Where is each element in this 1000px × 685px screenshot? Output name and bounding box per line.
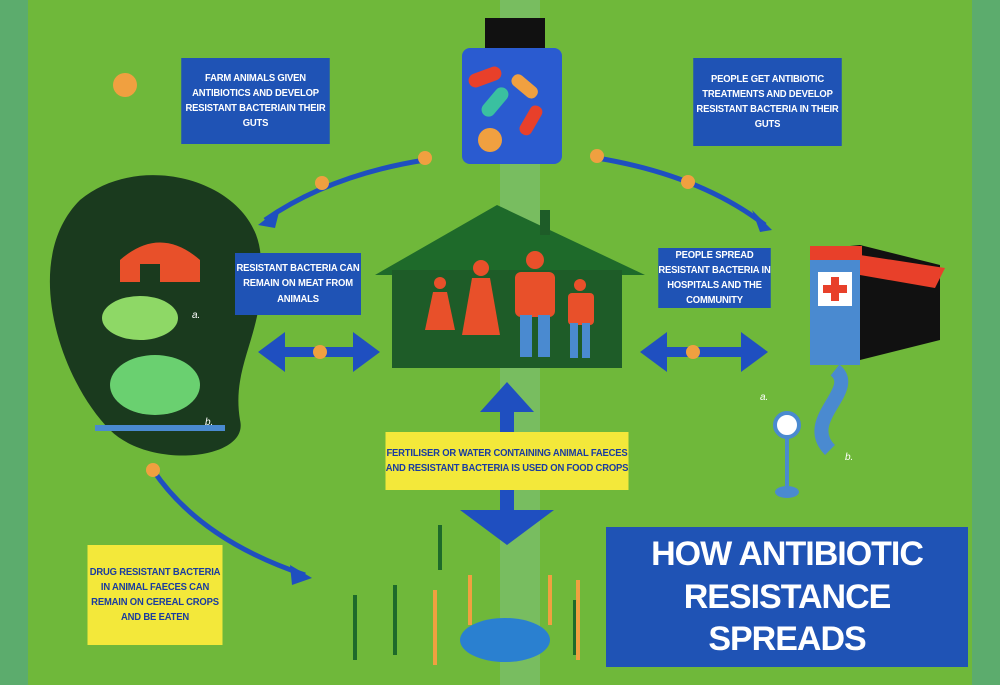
cereal-crops-box: DRUG RESISTANT BACTERIA IN ANIMAL FAECES… xyxy=(87,545,223,645)
hospital-icon xyxy=(773,245,945,498)
label-a-pig: a. xyxy=(192,310,200,321)
farm-pigs-icon xyxy=(49,175,262,456)
meat-box: RESISTANT BACTERIA CAN REMAIN ON MEAT FR… xyxy=(235,253,361,315)
house-with-family-icon xyxy=(375,205,645,368)
hospitals-box: PEOPLE SPREAD RESISTANT BACTERIA IN HOSP… xyxy=(658,248,771,308)
people-treatments-box: PEOPLE GET ANTIBIOTIC TREATMENTS AND DEV… xyxy=(693,58,842,146)
label-b-pig: b. xyxy=(205,417,213,428)
pill-bottle-icon xyxy=(462,18,562,164)
page-title: HOW ANTIBIOTIC RESISTANCE SPREADS xyxy=(606,527,968,667)
arrow-heads xyxy=(258,208,772,585)
connector-dots xyxy=(113,73,700,477)
label-b-hospital: b. xyxy=(845,452,853,463)
crops-icon xyxy=(353,525,580,665)
fertiliser-box: FERTILISER OR WATER CONTAINING ANIMAL FA… xyxy=(385,432,629,490)
label-a-hospital: a. xyxy=(760,392,768,403)
farm-animals-box: FARM ANIMALS GIVEN ANTIBIOTICS AND DEVEL… xyxy=(181,58,330,144)
